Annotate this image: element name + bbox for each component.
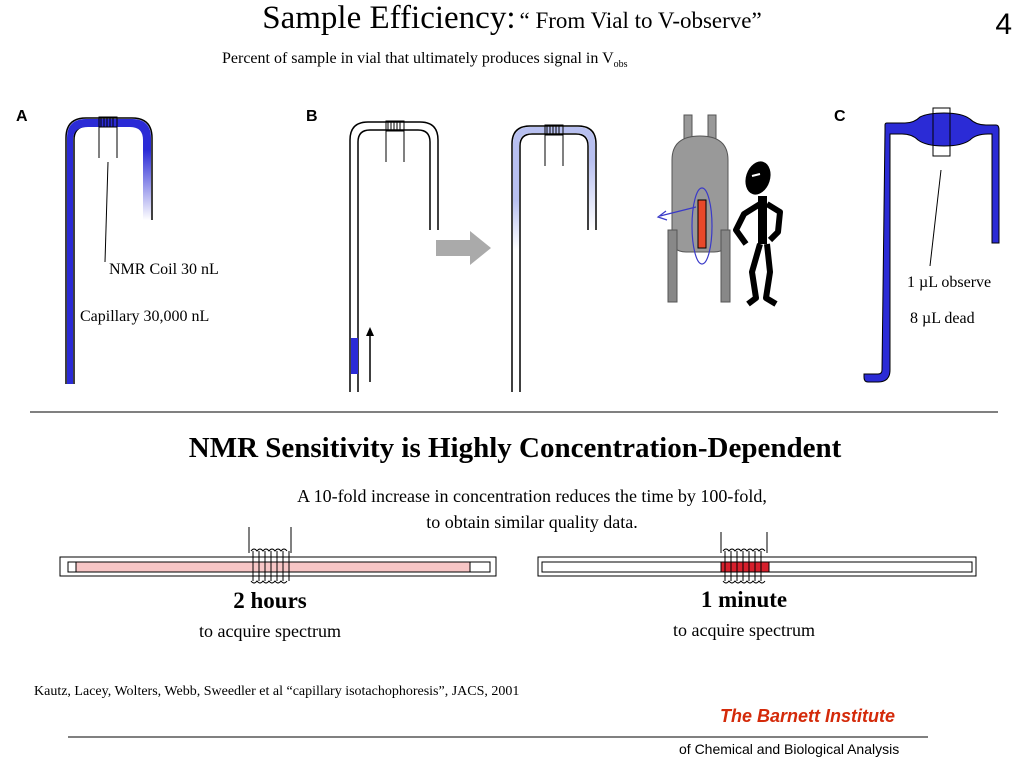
tube-concentrated [537, 556, 977, 577]
right-time-label: 1 minute [700, 587, 788, 612]
panel-c-capillary [863, 107, 1000, 383]
institute-name: The Barnett Institute [720, 706, 896, 726]
nmr-coil-icon [385, 120, 405, 162]
section-description-line2: to obtain similar quality data. [426, 512, 638, 532]
panel-a-capillary [65, 117, 153, 384]
coil-pointer-line [104, 161, 109, 263]
magnet-icon [656, 114, 731, 303]
up-arrow-icon [366, 327, 374, 382]
right-caption: to acquire spectrum [673, 620, 815, 640]
nmr-coil-icon [98, 116, 118, 158]
left-time-label: 2 hours [233, 588, 307, 613]
stick-figure-icon [733, 161, 783, 307]
tube-dilute [59, 556, 497, 577]
observe-volume-label: 1 µL observe [907, 274, 992, 291]
page-number: 4 [995, 8, 1012, 41]
panel-b-letter: B [306, 108, 318, 125]
capillary-volume-label: Capillary 30,000 nL [80, 308, 210, 325]
nmr-coil-icon [248, 527, 292, 584]
page-subtitle: Percent of sample in vial that ultimatel… [0, 50, 1024, 70]
nmr-coil-icon [544, 124, 564, 166]
section-title: NMR Sensitivity is Highly Concentration-… [188, 432, 842, 464]
panel-a-letter: A [16, 108, 28, 125]
panel-b-capillary-filled [511, 125, 597, 392]
section-description-line1: A 10-fold increase in concentration redu… [297, 486, 767, 506]
nmr-coil-icon [720, 532, 768, 584]
arrow-right-icon [436, 231, 491, 265]
nmr-coil-label: NMR Coil 30 nL [109, 261, 219, 278]
citation: Kautz, Lacey, Wolters, Webb, Sweedler et… [34, 684, 520, 699]
left-caption: to acquire spectrum [199, 621, 341, 641]
dead-volume-label: 8 µL dead [910, 310, 975, 327]
section-description: A 10-fold increase in concentration redu… [0, 483, 1024, 535]
title-main: Sample Efficiency: [262, 0, 516, 36]
panel-c-letter: C [834, 108, 846, 125]
panel-b-capillary-empty [349, 121, 439, 392]
institute-subtitle: of Chemical and Biological Analysis [679, 741, 900, 757]
title-quote: “ From Vial to V-observe” [519, 8, 762, 33]
subtitle-subscript: obs [613, 59, 628, 71]
page-title: Sample Efficiency: “ From Vial to V-obse… [0, 0, 1024, 37]
subtitle-text: Percent of sample in vial that ultimatel… [222, 50, 614, 67]
